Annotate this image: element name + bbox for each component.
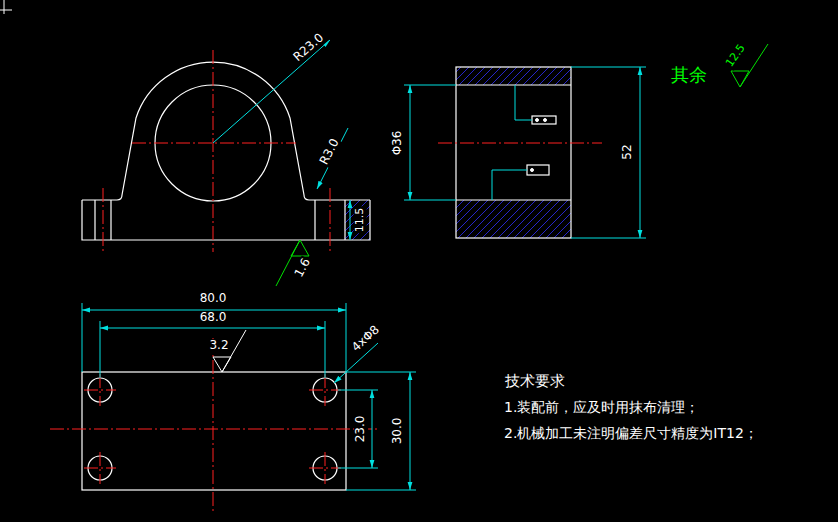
top-view <box>50 303 416 512</box>
dimension-text: 11.5 <box>354 207 367 234</box>
note-line: 1.装配前，应及时用抹布清理； <box>503 399 700 415</box>
note-line: 2.机械加工未注明偏差尺寸精度为IT12； <box>503 425 759 441</box>
roughness-value: 3.2 <box>208 339 229 353</box>
roughness-value: 12.5 <box>723 42 749 71</box>
side-view <box>404 44 768 238</box>
ucs-icon <box>0 0 12 14</box>
dimension-text: 23.0 <box>354 415 368 444</box>
radius-dimension: R3.0 <box>317 136 343 168</box>
roughness-note: 其余 <box>670 65 708 86</box>
diameter-dimension: Φ36 <box>391 130 405 157</box>
dimension-text: 68.0 <box>199 311 228 325</box>
roughness-value: 1.6 <box>292 255 314 280</box>
radius-dimension: R23.0 <box>290 31 327 66</box>
dimension-text: 52 <box>621 143 635 160</box>
notes-heading: 技术要求 <box>504 373 566 390</box>
dimension-text: 30.0 <box>391 417 405 446</box>
front-view <box>82 40 370 286</box>
hole-callout: 4xΦ8 <box>349 323 383 356</box>
dimension-text: 80.0 <box>199 292 228 306</box>
